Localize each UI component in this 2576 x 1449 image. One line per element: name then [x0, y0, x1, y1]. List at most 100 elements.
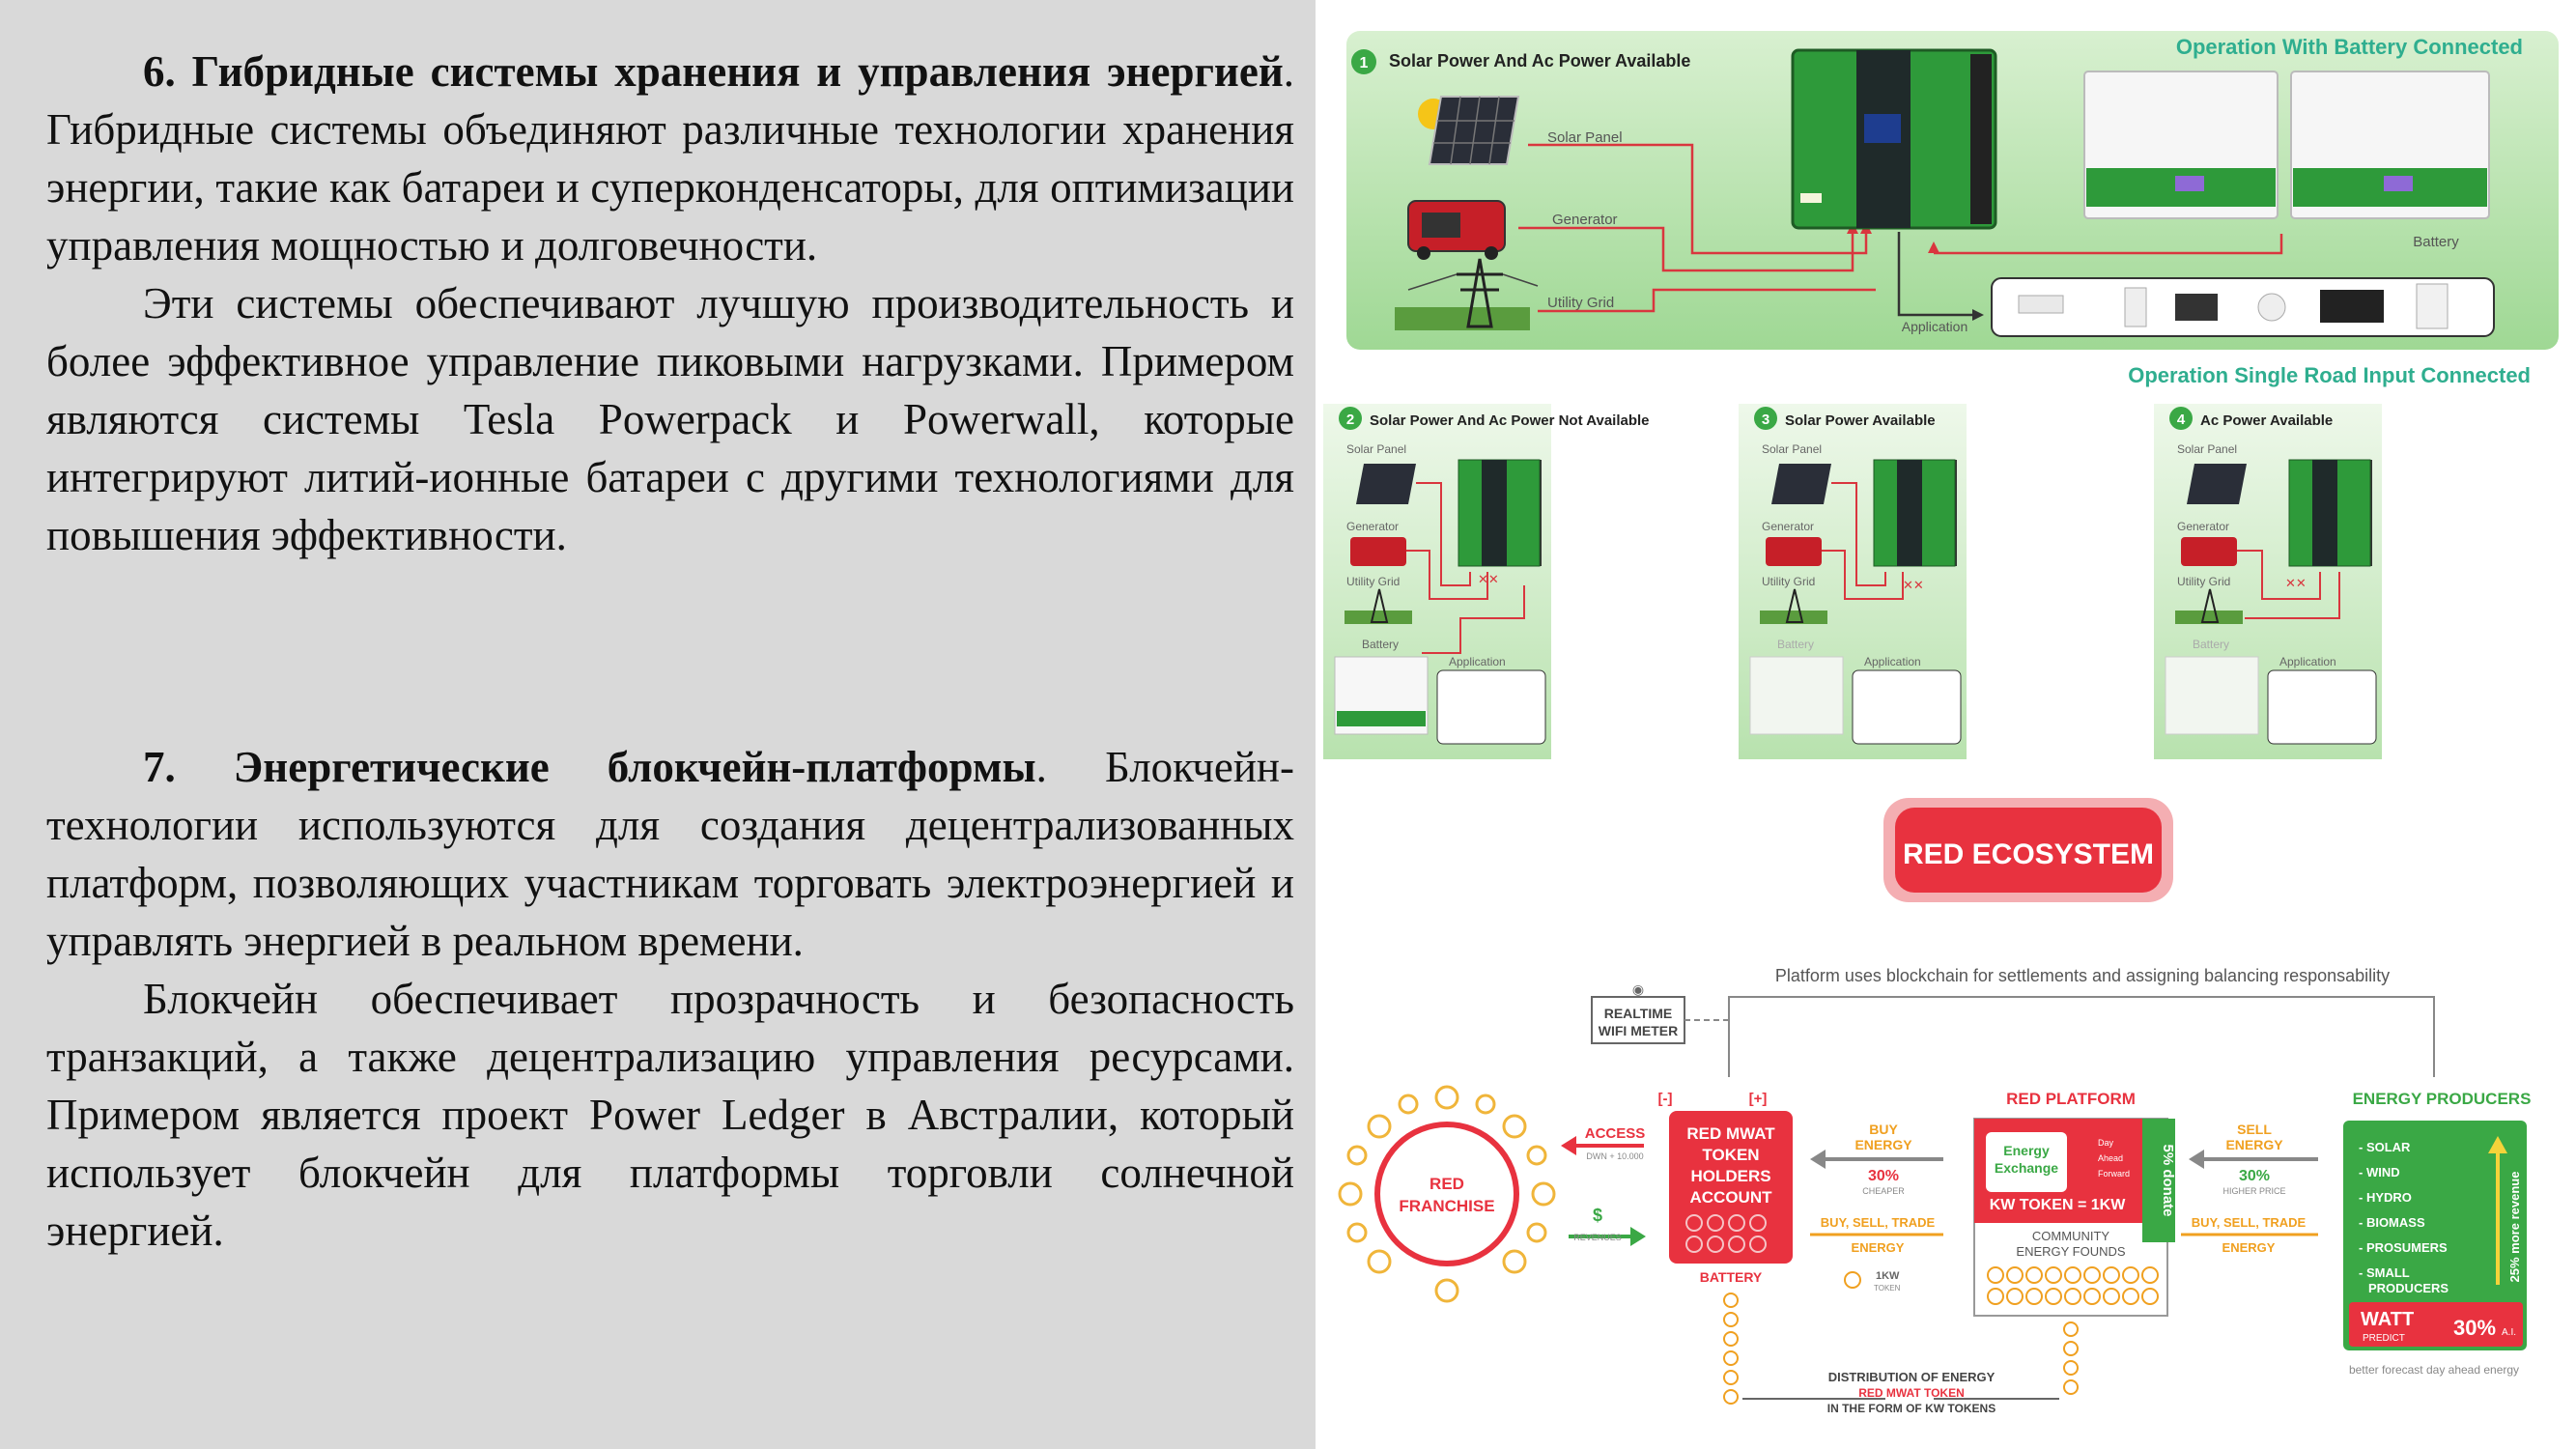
application-line [1897, 232, 1972, 317]
kw-rate-label: KW TOKEN = 1KW [1990, 1197, 2127, 1213]
scenario-3-wires [1822, 482, 1904, 600]
wifi-meter: ◉ REALTIME WIFI METER [1591, 981, 1729, 1044]
section-6-heading: 6. Гибридные системы хранения и управлен… [143, 47, 1284, 96]
section-6-lead: . Гибридные системы объединяют различные… [46, 47, 1294, 270]
sell-energy-line-1: SELL [2237, 1122, 2272, 1137]
producers-title: ENERGY PRODUCERS [2353, 1090, 2532, 1108]
producer-small: - SMALL [2359, 1265, 2410, 1280]
platform-title: RED PLATFORM [2006, 1090, 2136, 1108]
scenario-1-title: Solar Power And Ac Power Available [1389, 51, 1690, 71]
scenario-4-application-label: Application [2279, 655, 2336, 668]
franchise-line-2: FRANCHISE [1399, 1197, 1494, 1215]
buy-energy-line-2: ENERGY [1854, 1137, 1912, 1152]
scenario-2-application-box [1436, 669, 1546, 745]
scenario-2-battery-label: Battery [1362, 638, 1399, 651]
platform-bracket [1728, 996, 2435, 1077]
label-generator: Generator [1552, 212, 1618, 228]
donate-label: 5% donate [2160, 1144, 2176, 1216]
red-badge [1895, 808, 2162, 893]
distribution-chain: DISTRIBUTION OF ENERGY RED MWAT TOKEN IN… [1723, 1293, 2079, 1415]
buy-energy-line-1: BUY [1869, 1122, 1898, 1137]
bst-left-line-2: ENERGY [1852, 1240, 1905, 1255]
generator-icon [1407, 200, 1506, 260]
exchange-opt-1: Day [2098, 1138, 2114, 1148]
community-coins [1987, 1266, 2159, 1305]
community-line-2: ENERGY FOUNDS [2016, 1244, 2125, 1259]
scenario-4-grid-label: Utility Grid [2177, 575, 2230, 588]
community-line-1: COMMUNITY [2032, 1229, 2109, 1243]
access-arrow: ACCESS DWN + 10.000 [1561, 1125, 1645, 1161]
exchange-line-2: Exchange [1995, 1160, 2058, 1176]
scenario-2-generator-label: Generator [1346, 520, 1399, 533]
bst-right-line-2: ENERGY [2222, 1240, 2276, 1255]
producer-biomass: - BIOMASS [2359, 1215, 2425, 1230]
wifi-icon: ◉ [1632, 981, 1644, 997]
meter-line-1: REALTIME [1604, 1006, 1673, 1021]
scenario-2-application-label: Application [1449, 655, 1506, 668]
label-application: Application [1902, 319, 1968, 334]
exchange-opt-3: Forward [2098, 1169, 2130, 1179]
battery-unit-1 [2083, 71, 2279, 219]
utility-grid-icon [1395, 258, 1539, 330]
scenario-4-wires [2237, 550, 2340, 619]
op-single-title: Operation Single Road Input Connected [2128, 363, 2531, 387]
predict-label: PREDICT [2363, 1333, 2405, 1344]
holders-line-4: ACCOUNT [1690, 1188, 1773, 1207]
minus-label: [-] [1658, 1091, 1673, 1107]
meter-line-2: WIFI METER [1599, 1023, 1678, 1038]
scenario-3-generator-label: Generator [1762, 520, 1814, 533]
producer-solar: - SOLAR [2359, 1140, 2411, 1154]
inverter-diagram: 1 Solar Power And Ac Power Available Ope… [1346, 31, 2559, 387]
scenario-4-battery-label: Battery [2193, 638, 2229, 651]
bst-left-line-1: BUY, SELL, TRADE [1821, 1215, 1936, 1230]
section-7-title: Энергетические блокчейн-платформы [233, 743, 1036, 791]
revenues-label: REVENUES [1573, 1233, 1622, 1242]
more-revenue-label: 25% more revenue [2507, 1172, 2522, 1283]
dist-line-2: RED MWAT TOKEN [1858, 1386, 1965, 1400]
application-box [1991, 277, 2495, 337]
watt-pct: 30% [2453, 1316, 2496, 1340]
sell-energy-line-2: ENERGY [2225, 1137, 2283, 1152]
producer-small-extra: PRODUCERS [2368, 1281, 2449, 1295]
scenario-4-application-box [2267, 669, 2377, 745]
access-label: ACCESS [1585, 1125, 1646, 1142]
scenario-3-application-label: Application [1864, 655, 1921, 668]
kw-token-coin [1844, 1271, 1861, 1289]
scenario-3-generator-icon [1766, 537, 1822, 566]
section-7-body: Блокчейн обеспечивает прозрачность и без… [46, 975, 1294, 1255]
solar-panel-icon [1428, 96, 1520, 165]
red-ecosystem-diagram: RED ECOSYSTEM Platform uses blockchain f… [1338, 798, 2531, 1415]
producer-wind: - WIND [2359, 1165, 2400, 1179]
producer-hydro: - HYDRO [2359, 1190, 2412, 1205]
scenario-3-battery-icon [1749, 656, 1844, 735]
exchange-opt-2: Ahead [2098, 1153, 2123, 1163]
token-holders-account: [-] [+] RED MWAT TOKEN HOLDERS ACCOUNT B… [1658, 1091, 1793, 1285]
forecast-label: better forecast day ahead energy [2349, 1363, 2519, 1377]
section-6-number: 6. [143, 47, 176, 96]
scenario-4-inverter-panel [2312, 460, 2337, 566]
energy-producers: ENERGY PRODUCERS - SOLAR - WIND - HYDRO … [2343, 1090, 2531, 1377]
watt-label: WATT [2361, 1309, 2414, 1330]
sell-energy-flow: SELL ENERGY 30% HIGHER PRICE BUY, SELL, … [2181, 1122, 2318, 1255]
watt-ai: A.I. [2502, 1327, 2516, 1338]
donate-bar [2142, 1119, 2175, 1242]
application-arrow [1972, 309, 1984, 321]
scenario-3-battery-label: Battery [1777, 638, 1814, 651]
scenario-panel-4: 4 Ac Power Available Solar Panel Generat… [2154, 404, 2382, 759]
scenario-4-grid-icon [2175, 588, 2243, 624]
scenario-3-title: Solar Power Available [1785, 412, 1936, 429]
kw-token-line-1: 1KW [1876, 1270, 1900, 1282]
franchise-line-1: RED [1430, 1175, 1464, 1193]
producer-prosumers: - PROSUMERS [2359, 1240, 2448, 1255]
scenario-2-wires [1406, 482, 1525, 654]
battery-caption: BATTERY [1700, 1269, 1763, 1285]
holders-line-1: RED MWAT [1686, 1124, 1775, 1143]
scenario-4-number: 4 [2177, 412, 2186, 428]
scenario-3-grid-icon [1760, 588, 1827, 624]
bst-right-line-1: BUY, SELL, TRADE [2192, 1215, 2307, 1230]
scenario-panel-3: 3 Solar Power Available Solar Panel Gene… [1739, 404, 1967, 759]
exchange-line-1: Energy [2003, 1143, 2050, 1158]
section-7-heading: 7. Энергетические блокчейн-платформы [143, 743, 1036, 791]
dist-line-3: IN THE FORM OF KW TOKENS [1827, 1402, 1996, 1415]
op-battery-title: Operation With Battery Connected [2176, 35, 2523, 59]
